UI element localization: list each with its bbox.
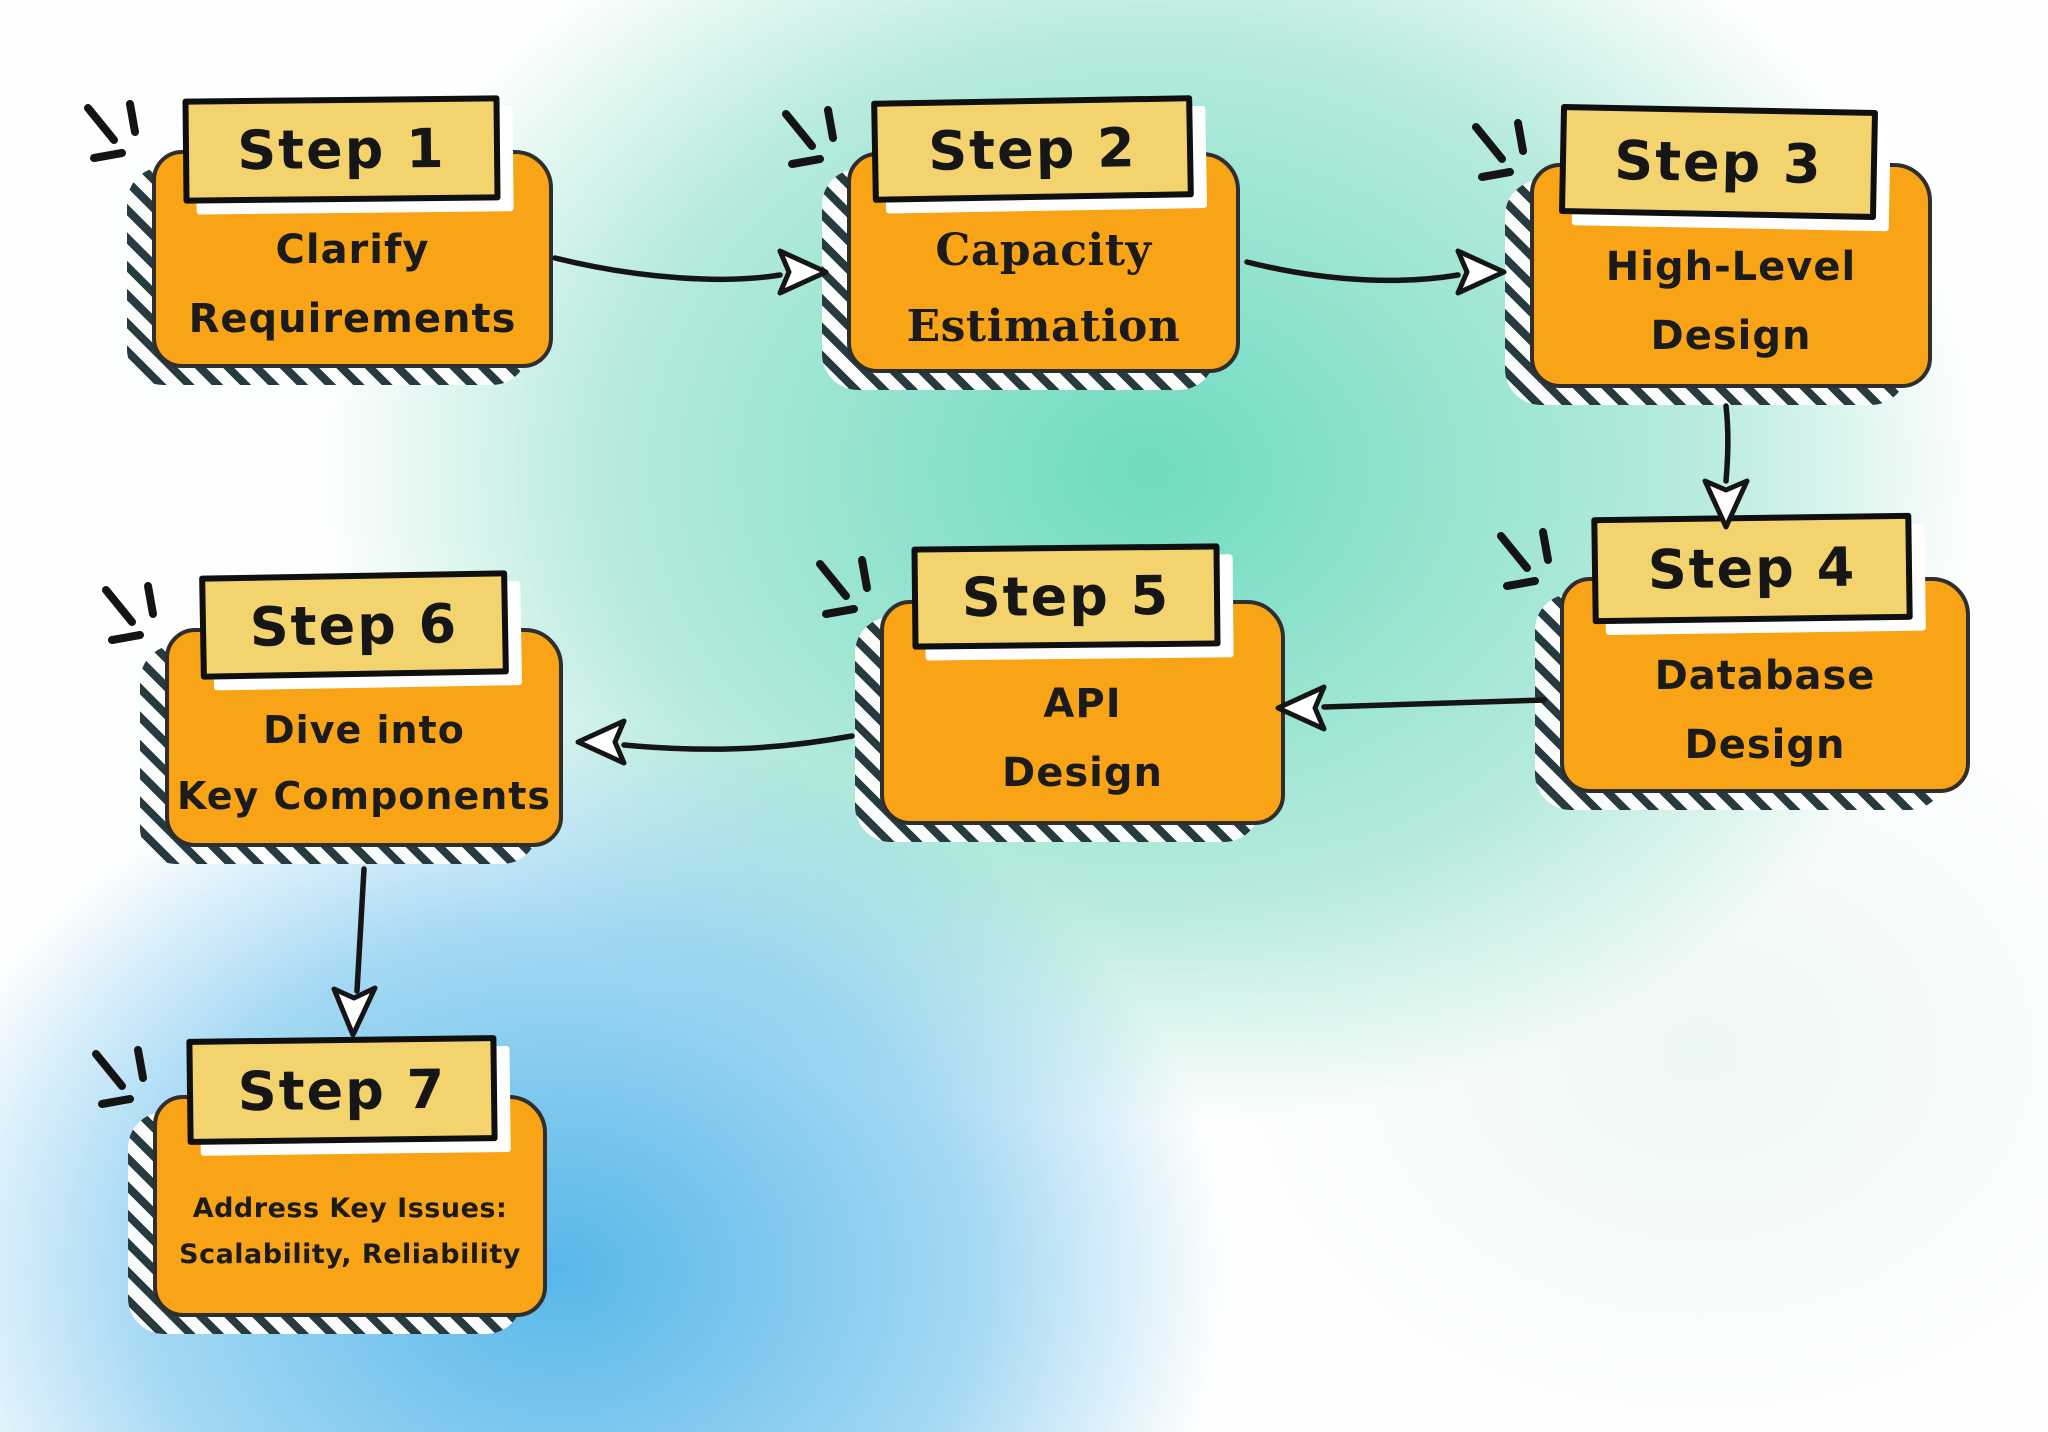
step-3-text-line: High-Level: [1605, 243, 1857, 290]
step-5-text-line: Design: [1002, 749, 1163, 796]
step-5-group: API Design Step 5: [855, 543, 1285, 842]
step-3-group: High-Level Design Step 3: [1505, 103, 1932, 405]
step-3-label: Step 3: [1558, 103, 1879, 221]
step-6-label: Step 6: [199, 570, 509, 680]
arrow-step2-to-step3-line: [1244, 259, 1461, 284]
arrow-step6-to-step7-line: [354, 866, 367, 994]
step-2-label: Step 2: [871, 95, 1194, 203]
sparkle-step1-icon: [84, 100, 139, 162]
step-7-text-line: Address Key Issues:: [192, 1192, 508, 1224]
step-3-text-line: Design: [1650, 312, 1812, 359]
arrow-step4-to-step5-line: [1321, 697, 1547, 710]
step-6-text-line: Dive into: [263, 708, 465, 753]
arrow-step3-to-step4-line: [1723, 403, 1731, 484]
sparkle-step5-icon: [816, 556, 871, 618]
arrow-step2-to-step3-head: [1455, 248, 1507, 296]
step-4-group: Database Design Step 4: [1535, 512, 1970, 810]
arrow-step1-to-step2-head: [777, 248, 829, 296]
step-2-text-line: Estimation: [906, 300, 1181, 352]
arrow-step6-to-step7-head: [331, 985, 378, 1038]
sparkle-step2-icon: [782, 106, 837, 168]
sparkle-step7-icon: [92, 1046, 147, 1108]
sparkle-step6-icon: [102, 582, 157, 644]
step-2-group: Capacity Estimation Step 2: [822, 95, 1240, 390]
step-7-group: Address Key Issues: Scalability, Reliabi…: [128, 1035, 547, 1334]
step-7-label: Step 7: [186, 1035, 498, 1145]
step-4-label: Step 4: [1591, 512, 1913, 625]
arrow-step5-to-step6-line: [621, 733, 855, 752]
arrow-step5-to-step6-head: [575, 718, 627, 766]
sparkle-step4-icon: [1497, 528, 1552, 590]
step-6-group: Dive into Key Components Step 6: [140, 570, 563, 864]
step-4-text-line: Design: [1684, 722, 1846, 768]
step-2-text-line: Capacity: [935, 224, 1152, 276]
step-5-label: Step 5: [911, 543, 1221, 650]
step-1-text-line: Clarify: [275, 227, 430, 274]
step-4-text-line: Database: [1654, 653, 1876, 700]
sparkle-step3-icon: [1472, 119, 1527, 181]
step-1-text-line: Requirements: [188, 296, 517, 342]
step-1-group: Clarify Requirements Step 1: [127, 95, 553, 385]
step-7-text-line: Scalability, Reliability: [179, 1239, 521, 1270]
step-5-text-line: API: [1043, 680, 1122, 727]
step-1-label: Step 1: [182, 95, 501, 204]
arrow-step1-to-step2-line: [552, 255, 783, 283]
step-6-text-line: Key Components: [176, 773, 552, 818]
